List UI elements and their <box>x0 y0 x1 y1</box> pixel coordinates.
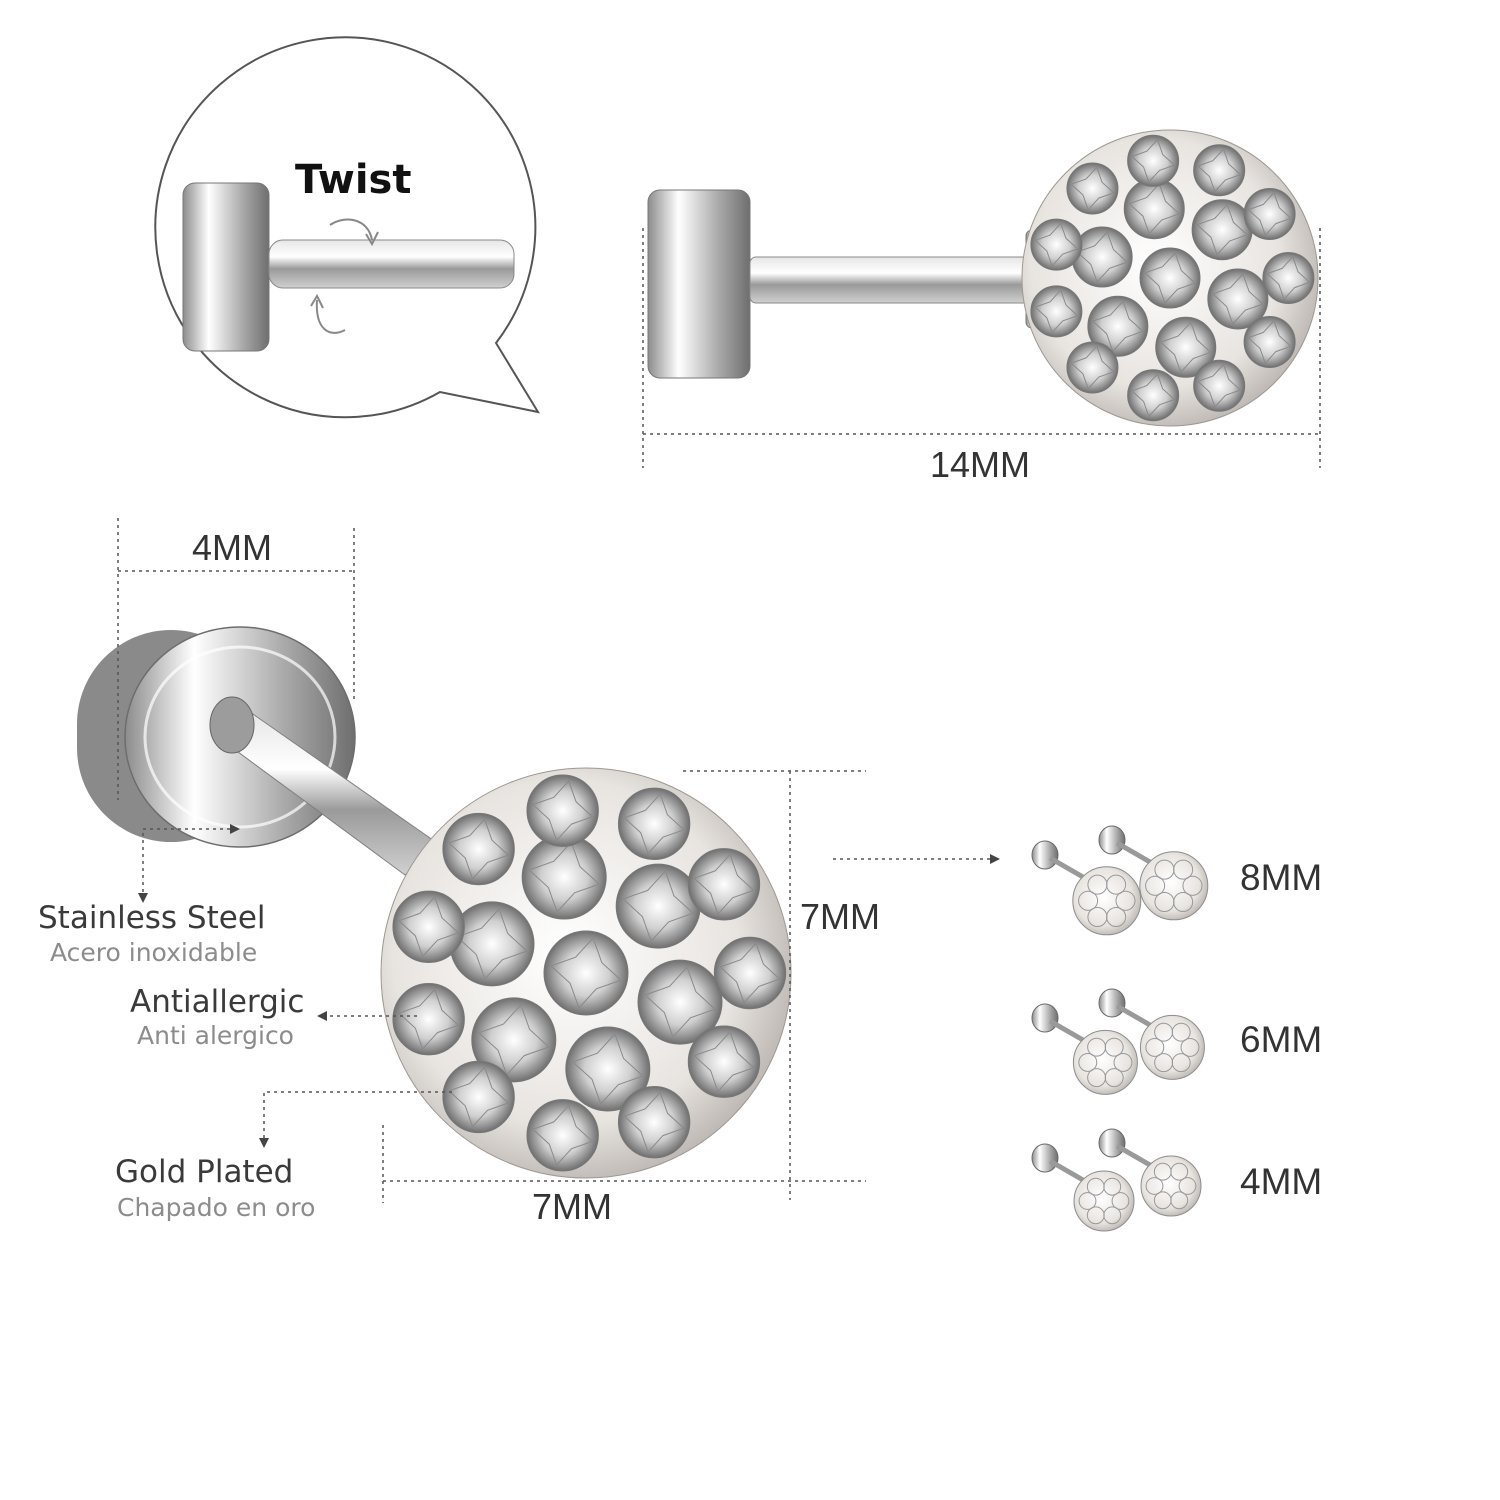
back-diameter-dimension-line <box>117 518 355 800</box>
ball-height-label: 7MM <box>800 896 880 937</box>
mini-earring <box>1098 988 1205 1080</box>
crystal-gem <box>442 1060 515 1134</box>
ball-width-dimension-line <box>382 1125 683 1203</box>
crystal-gem <box>521 834 607 920</box>
crystal-gem <box>615 863 701 949</box>
crystal-gem <box>1030 218 1083 271</box>
size-variants <box>1031 825 1209 1232</box>
size-label-large: 8MM <box>1240 857 1323 898</box>
side-post <box>749 256 1036 304</box>
crystal-gem <box>1123 178 1185 240</box>
mini-earring <box>1098 1128 1202 1217</box>
feature-title-gold-plated: Gold Plated <box>115 1154 294 1190</box>
rotate-arrows-icon <box>310 218 379 334</box>
crystal-gem <box>687 1025 761 1098</box>
crystal-gem <box>1262 252 1315 304</box>
crystal-gem <box>1127 134 1180 187</box>
ball-height-dimension-line <box>683 770 866 1200</box>
twist-callout <box>154 36 541 419</box>
back-diameter-label: 4MM <box>192 527 272 568</box>
feature-subtitle-antiallergic: Anti alergico <box>137 1021 294 1050</box>
crystal-gem <box>687 848 761 921</box>
crystal-gem <box>1087 295 1149 357</box>
crystal-gem <box>1066 341 1119 394</box>
ball-width-label: 7MM <box>532 1186 612 1227</box>
crystal-gem <box>1127 369 1180 422</box>
crystal-gem <box>1030 285 1083 338</box>
callout-post <box>268 239 515 289</box>
size-label-medium: 6MM <box>1240 1019 1323 1060</box>
crystal-gem <box>713 936 787 1010</box>
mini-earring <box>1031 1143 1135 1232</box>
mini-earring <box>1031 1003 1138 1095</box>
side-back-disc <box>647 189 751 379</box>
mini-earring <box>1098 825 1209 921</box>
feature-title-antiallergic: Antiallergic <box>130 984 305 1020</box>
feature-subtitle-stainless: Acero inoxidable <box>50 938 258 967</box>
crystal-gem <box>1155 316 1217 378</box>
total-length-label: 14MM <box>930 444 1031 485</box>
side-crystal-gems <box>1030 134 1315 422</box>
crystal-gem <box>442 812 515 886</box>
perspective-crystal-gems <box>392 774 787 1172</box>
crystal-gem <box>1207 268 1269 330</box>
crystal-gem <box>392 890 465 963</box>
crystal-gem <box>637 959 723 1045</box>
pointer-arrowheads <box>138 824 1000 1148</box>
crystal-gem <box>1193 144 1246 197</box>
crystal-gem <box>526 1099 599 1172</box>
crystal-gem <box>543 930 629 1016</box>
feature-subtitle-gold-plated: Chapado en oro <box>117 1193 316 1222</box>
crystal-gem <box>1071 226 1133 288</box>
length-dimension-line <box>642 228 1321 468</box>
crystal-gem <box>1191 199 1253 261</box>
crystal-gem <box>1243 316 1296 369</box>
callout-back-disc <box>182 182 270 352</box>
feature-pointers <box>142 828 990 1140</box>
crystal-gem <box>1066 162 1119 215</box>
crystal-gem <box>471 997 557 1083</box>
crystal-gem <box>392 983 465 1056</box>
feature-title-stainless: Stainless Steel <box>38 900 266 936</box>
mini-earring <box>1031 840 1142 936</box>
crystal-gem <box>1139 247 1201 309</box>
crystal-gem <box>526 774 599 847</box>
crystal-gem <box>617 1085 691 1159</box>
crystal-gem <box>617 787 691 861</box>
crystal-gem <box>1193 359 1246 412</box>
twist-label: Twist <box>295 157 412 203</box>
side-view-earring <box>647 129 1319 427</box>
perspective-earring <box>77 626 792 1179</box>
crystal-gem <box>1243 187 1296 240</box>
crystal-gem <box>565 1026 651 1112</box>
size-label-small: 4MM <box>1240 1161 1323 1202</box>
